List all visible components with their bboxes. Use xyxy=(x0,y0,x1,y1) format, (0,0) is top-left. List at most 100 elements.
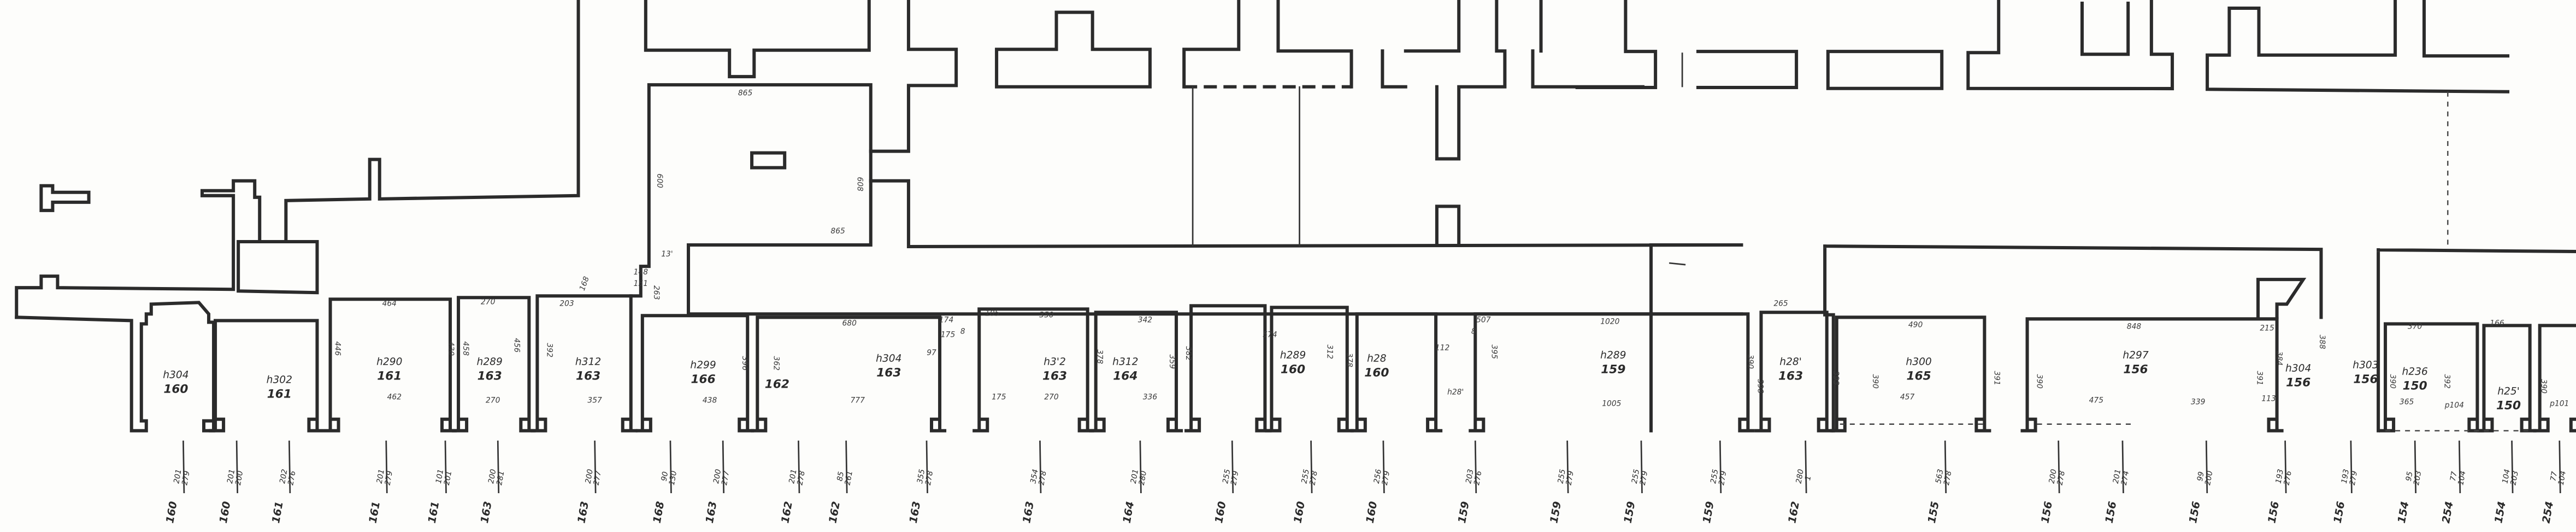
room-number-label: 163 xyxy=(478,370,502,383)
level-fraction-top: 280 xyxy=(1795,469,1806,484)
fraction-bar xyxy=(497,440,500,494)
level-fraction-top: 201 xyxy=(226,469,237,484)
level-fraction-bottom: 281 xyxy=(495,470,506,486)
level-fraction-bottom: 278 xyxy=(1942,470,1953,486)
dimension-label: 390 xyxy=(2035,374,2044,389)
floor-level-label: 254 xyxy=(2439,500,2456,524)
level-fraction-bottom: 278 xyxy=(924,470,935,486)
room-number-label: 161 xyxy=(377,370,402,383)
room-number-label: 160 xyxy=(1281,363,1305,377)
level-fraction-bottom: 279 xyxy=(1565,470,1576,486)
floor-level-label: 163 xyxy=(907,500,923,524)
level-fraction-bottom: 280 xyxy=(1137,470,1148,486)
level-fraction-top: 200 xyxy=(487,469,498,484)
room-number-label: 156 xyxy=(2353,373,2378,387)
dimension-label: 175 xyxy=(992,393,1006,402)
level-fraction-top: 202 xyxy=(278,469,289,484)
floor-level-label: 156 xyxy=(2038,500,2055,524)
floor-level-label: 160 xyxy=(1291,500,1307,524)
level-fraction-top: 355 xyxy=(916,469,927,484)
level-fraction-bottom: 274 xyxy=(2120,470,2131,486)
level-fraction-top: 201 xyxy=(787,469,798,484)
fraction-bar xyxy=(1474,440,1477,494)
dimension-label: 457 xyxy=(1900,393,1915,402)
floor-level-label: 160 xyxy=(217,500,233,524)
level-fraction-bottom: 200 xyxy=(2203,470,2214,486)
level-fraction-bottom: 279 xyxy=(1717,470,1728,486)
level-fraction-bottom: 104 xyxy=(2557,470,2568,486)
level-fraction-top: 104 xyxy=(2501,469,2512,484)
level-fraction-bottom: 277 xyxy=(592,470,603,486)
dimension-label: 112 xyxy=(1435,343,1449,352)
dimension-label: 390 xyxy=(2388,374,2397,389)
dimension-label: 350 xyxy=(1039,311,1054,319)
walls xyxy=(15,0,2576,432)
dimension-label: h28' xyxy=(1447,388,1464,397)
dimension-label: 388 xyxy=(2318,335,2326,349)
dimension-label: 151 xyxy=(634,279,648,288)
wall-small-t xyxy=(39,184,91,212)
room-height-label: h304 xyxy=(163,370,188,381)
dimension-label: 848 xyxy=(2127,322,2142,331)
room-number-label: 163 xyxy=(1042,370,1067,383)
wall-east-corridor xyxy=(1649,243,2576,432)
dimension-label: 359 xyxy=(1168,354,1176,369)
level-fraction-top: 255 xyxy=(1300,469,1311,484)
dimension-label: 390 xyxy=(1871,374,1879,389)
room-number-label: 156 xyxy=(2286,376,2310,390)
level-fraction-bottom: 276 xyxy=(2283,470,2294,486)
dimension-label: 270 xyxy=(1044,393,1059,402)
room-walls xyxy=(323,297,457,432)
dimension-label: 456 xyxy=(512,338,521,353)
level-fraction-top: 85 xyxy=(835,471,846,482)
room-walls xyxy=(751,315,947,432)
level-fraction-top: 193 xyxy=(2340,469,2351,484)
dimension-label: 865 xyxy=(830,227,845,236)
dimension-label: 378 xyxy=(1345,353,1354,367)
wall-north-6 xyxy=(1575,0,2174,91)
dimension-label: 393 xyxy=(1831,371,1840,385)
room-height-label: h299 xyxy=(690,360,716,371)
fraction-bar xyxy=(1944,440,1947,494)
level-fraction-top: 563 xyxy=(1934,469,1945,484)
level-fraction-bottom: 279 xyxy=(384,470,394,486)
dimension-label: 270 xyxy=(481,297,496,306)
room-walls xyxy=(530,294,638,432)
level-fraction-bottom: 278 xyxy=(2056,470,2067,486)
room-walls xyxy=(1089,311,1183,432)
dimension-label: 312 xyxy=(1325,344,1334,359)
fraction-bar xyxy=(926,440,928,494)
level-fraction-bottom: 276 xyxy=(1472,470,1483,486)
level-fraction-bottom: 278 xyxy=(795,470,806,486)
room-number-label: 161 xyxy=(267,388,292,401)
fraction-bar xyxy=(2414,440,2417,494)
room-walls xyxy=(1350,312,1443,432)
dimension-label: 362 xyxy=(771,356,780,370)
dimension-label: 105 xyxy=(985,309,1000,318)
level-fraction-bottom: 203 xyxy=(2509,470,2520,486)
fraction-bar xyxy=(1640,440,1643,494)
room-height-label: h312 xyxy=(1112,356,1138,368)
dimension-label: 342 xyxy=(1138,315,1152,324)
fraction-bar xyxy=(2205,440,2208,494)
room-number-label: 156 xyxy=(2123,363,2148,377)
room-height-label: h312 xyxy=(575,356,601,368)
dimension-label: 391 xyxy=(1992,371,2001,385)
dimension-label: 168 xyxy=(578,275,591,291)
floor-level-label: 162 xyxy=(826,500,842,524)
dimension-label: 357 xyxy=(587,396,602,405)
dimension-label: 97 xyxy=(927,348,936,357)
dimension-label: 475 xyxy=(2089,396,2104,405)
dimension-label: p104 xyxy=(2444,401,2464,410)
dimension-label: 113 xyxy=(2261,395,2276,404)
room-height-label: h236 xyxy=(2402,366,2428,378)
fraction-bar xyxy=(2058,440,2060,494)
fraction-bar xyxy=(1231,440,1234,494)
fraction-bar xyxy=(2559,440,2561,494)
dimension-label: 203 xyxy=(559,299,574,308)
level-fraction-top: 203 xyxy=(1464,469,1475,484)
fraction-bar xyxy=(722,440,725,494)
level-fraction-top: 255 xyxy=(1709,469,1720,484)
dimension-label: 13' xyxy=(661,250,673,259)
room-number-label: 163 xyxy=(1778,370,1803,383)
